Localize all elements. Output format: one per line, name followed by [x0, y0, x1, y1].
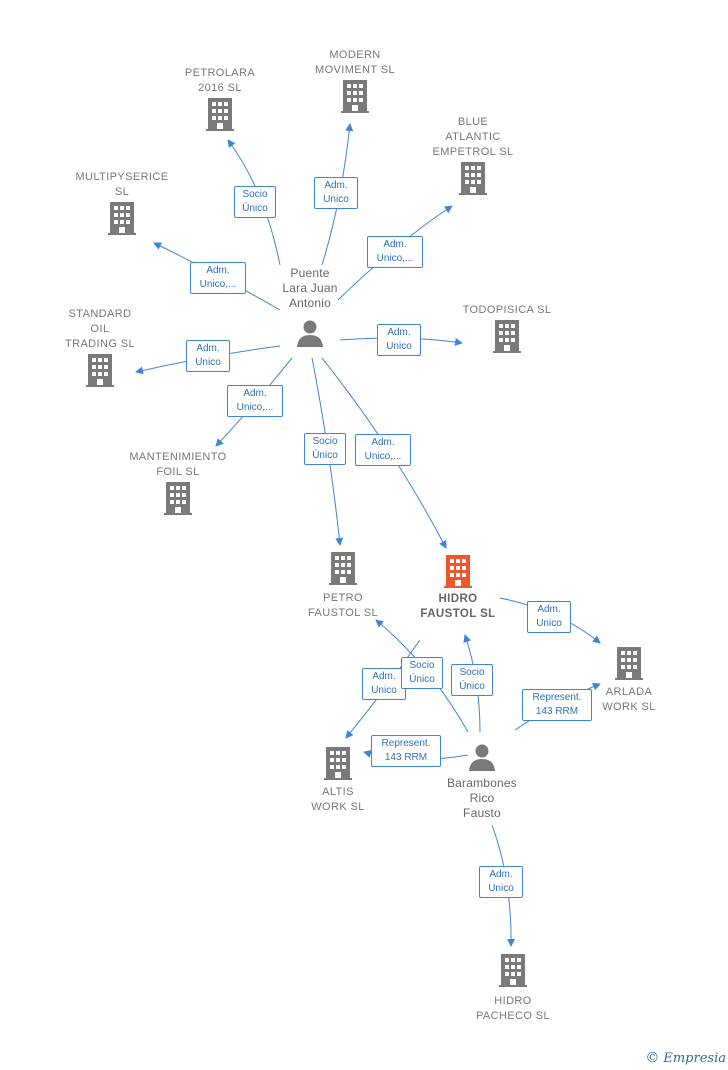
- company-label: PETRO FAUSTOL SL: [307, 592, 379, 619]
- company-blue-atlantic[interactable]: BLUE ATLANTIC EMPETROL SL: [418, 115, 528, 196]
- company-label: PETROLARA 2016 SL: [184, 67, 256, 94]
- company-standard-oil[interactable]: STANDARD OIL TRADING SL: [45, 307, 155, 388]
- building-icon: [329, 552, 357, 585]
- company-label: TODOPISICA SL: [462, 304, 552, 316]
- relation-label-petrolara[interactable]: Socio Único: [234, 186, 276, 218]
- brand-name: Empresia: [663, 1051, 726, 1066]
- company-label: HIDRO PACHECO SL: [475, 995, 551, 1022]
- person-label: Barambones Rico Fausto: [446, 776, 518, 820]
- person-label: Puente Lara Juan Antonio: [282, 266, 338, 310]
- building-icon: [108, 202, 136, 235]
- relation-label-altis[interactable]: Adm. Unico: [362, 668, 406, 700]
- company-arlada-work[interactable]: ARLADA WORK SL: [574, 645, 684, 715]
- company-label: ALTIS WORK SL: [311, 786, 365, 813]
- company-petro-faustol[interactable]: PETRO FAUSTOL SL: [288, 550, 398, 621]
- relation-label-standard[interactable]: Adm. Unico: [186, 340, 230, 372]
- person-icon: [297, 320, 323, 347]
- relation-label-petrofaustol-2[interactable]: Socio Único: [401, 657, 443, 689]
- relation-label-petrofaustol[interactable]: Socio Único: [304, 433, 346, 465]
- company-label: MODERN MOVIMENT SL: [315, 49, 395, 76]
- relation-label-modern[interactable]: Adm. Unico: [314, 177, 358, 209]
- company-label: HIDRO FAUSTOL SL: [420, 593, 496, 620]
- company-label: MULTIPYSERICE SL: [75, 171, 169, 198]
- company-altis-work[interactable]: ALTIS WORK SL: [283, 745, 393, 815]
- building-icon: [324, 747, 352, 780]
- building-icon: [206, 98, 234, 131]
- brand-logo[interactable]: ©Empresia: [645, 1050, 726, 1066]
- person-icon: [469, 744, 495, 771]
- building-icon: [341, 80, 369, 113]
- company-label: ARLADA WORK SL: [602, 686, 656, 713]
- company-hidro-pacheco[interactable]: HIDRO PACHECO SL: [458, 952, 568, 1024]
- company-mantenimiento-foil[interactable]: MANTENIMIENTO FOIL SL: [118, 450, 238, 516]
- relation-label-arlada[interactable]: Adm. Unico: [527, 601, 571, 633]
- relation-label-hidropacheco[interactable]: Adm. Unico: [479, 866, 523, 898]
- building-icon: [459, 162, 487, 195]
- relation-label-blue[interactable]: Adm. Unico,...: [367, 236, 423, 268]
- company-todopisica[interactable]: TODOPISICA SL: [452, 303, 562, 354]
- relation-label-mantenimiento[interactable]: Adm. Unico,...: [227, 385, 283, 417]
- building-icon: [615, 647, 643, 680]
- person-puente-lara[interactable]: Puente Lara Juan Antonio: [262, 266, 358, 348]
- company-modern-moviment[interactable]: MODERN MOVIMENT SL: [300, 48, 410, 114]
- building-icon: [86, 354, 114, 387]
- relation-label-hidrofaustol[interactable]: Adm. Unico,...: [355, 434, 411, 466]
- relation-label-hidrofaustol-2[interactable]: Socio Único: [451, 664, 493, 696]
- building-icon: [493, 320, 521, 353]
- company-label: STANDARD OIL TRADING SL: [64, 308, 135, 350]
- company-hidro-faustol[interactable]: HIDRO FAUSTOL SL: [402, 553, 514, 622]
- company-multipyserice[interactable]: MULTIPYSERICE SL: [62, 170, 182, 236]
- relation-label-arlada-represent[interactable]: Represent. 143 RRM: [522, 689, 592, 721]
- building-icon: [164, 482, 192, 515]
- relation-label-multipy[interactable]: Adm. Unico,...: [190, 262, 246, 294]
- relation-label-todopisica[interactable]: Adm. Unico: [377, 324, 421, 356]
- building-icon: [499, 954, 527, 987]
- company-label: MANTENIMIENTO FOIL SL: [129, 451, 227, 478]
- company-petrolara[interactable]: PETROLARA 2016 SL: [165, 66, 275, 132]
- building-icon-highlighted: [444, 555, 472, 588]
- copyright-icon: ©: [645, 1050, 660, 1066]
- person-barambones-rico[interactable]: Barambones Rico Fausto: [434, 742, 530, 821]
- relation-label-altis-represent[interactable]: Represent. 143 RRM: [371, 735, 441, 767]
- company-label: BLUE ATLANTIC EMPETROL SL: [432, 116, 514, 158]
